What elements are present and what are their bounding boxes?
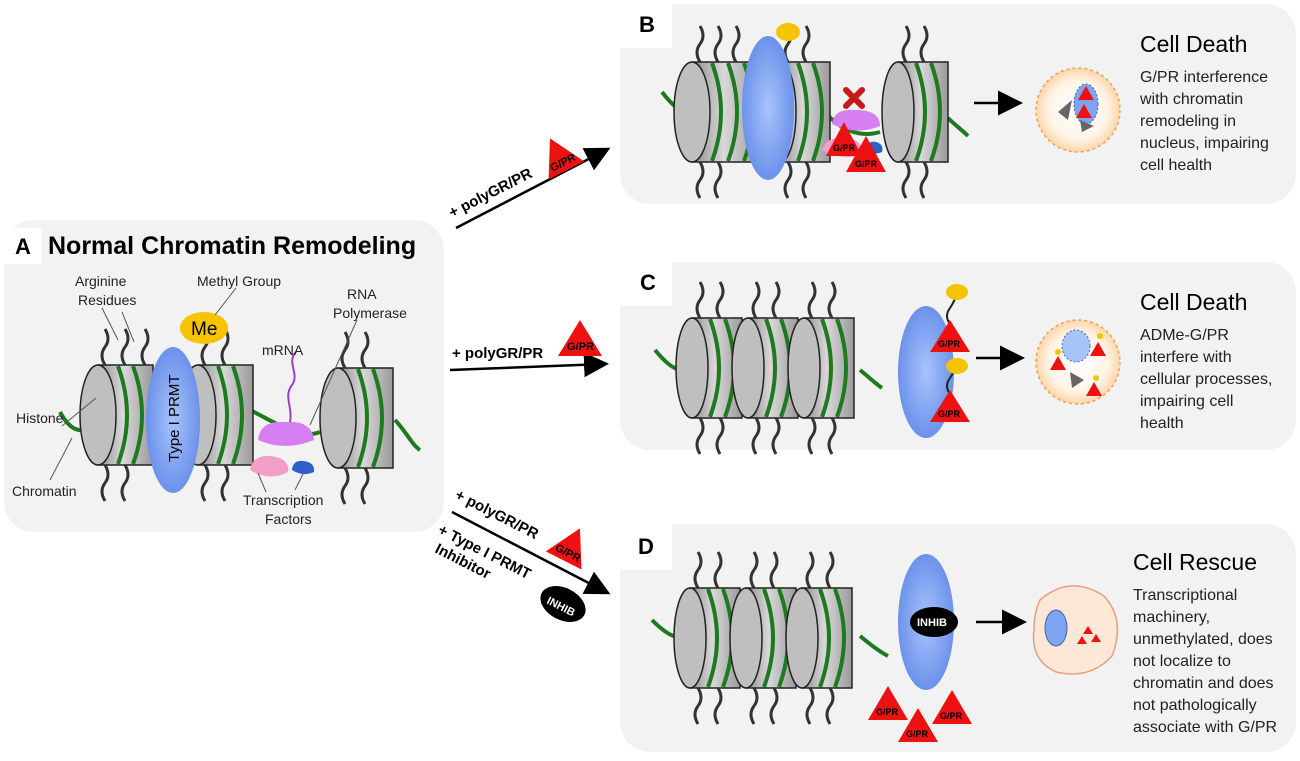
- panel-a-letter: A: [15, 234, 31, 259]
- panel-c-letter-tab: [620, 262, 672, 306]
- panel-d-desc-3: unmethylated, does: [1133, 631, 1273, 648]
- arrow-to-c: + polyGR/PR G/PR: [449, 320, 609, 378]
- histone-cylinder: [787, 317, 855, 419]
- histone-cylinder: [729, 587, 797, 689]
- gpr-triangle: G/PR: [826, 122, 862, 156]
- prmt-enzyme: [146, 347, 200, 493]
- gpr-triangle-arrow-d: G/PR: [545, 528, 582, 570]
- gpr-triangle: G/PR: [930, 390, 970, 422]
- histone-cylinder: [79, 364, 154, 466]
- svg-text:G/PR: G/PR: [938, 409, 961, 419]
- gpr-triangle: G/PR: [930, 320, 970, 352]
- dying-cell-icon: [1035, 67, 1121, 153]
- panel-b-desc-5: cell health: [1140, 157, 1212, 174]
- panel-c-title: Cell Death: [1140, 289, 1247, 315]
- panel-a-title: Normal Chromatin Remodeling: [48, 232, 416, 260]
- panel-b-letter-tab: [620, 4, 672, 48]
- arginine-label-line1: Arginine: [75, 273, 127, 289]
- arrow-to-d: + polyGR/PR + Type I PRMT Inhibitor G/PR…: [432, 486, 611, 622]
- panel-d-desc-5: chromatin and does: [1133, 675, 1274, 692]
- gpr-triangle-arrow-c: G/PR: [558, 320, 602, 356]
- mrna-strand: [287, 351, 297, 429]
- chromatin-strand-right: [393, 418, 422, 452]
- panel-b-desc-3: remodeling in: [1140, 113, 1236, 130]
- panel-d-desc-2: machinery,: [1133, 609, 1210, 626]
- transcription-factor-blue: [292, 460, 315, 475]
- panel-d-desc-6: not pathologically: [1133, 697, 1257, 714]
- svg-text:G/PR: G/PR: [906, 729, 929, 739]
- tf-label-line1: Transcription: [243, 492, 323, 508]
- gpr-triangle: G/PR: [846, 136, 886, 172]
- rna-polymerase: [258, 421, 314, 446]
- panel-d-desc-4: not localize to: [1133, 653, 1231, 670]
- svg-text:G/PR: G/PR: [567, 341, 594, 353]
- panel-d: D: [620, 524, 1296, 752]
- methyl-group-bubble: [776, 23, 800, 41]
- gpr-triangle: G/PR: [868, 686, 908, 720]
- methyl-group-bubble: [180, 312, 228, 344]
- svg-text:G/PR: G/PR: [876, 707, 899, 717]
- histone-label: Histone: [16, 410, 64, 426]
- dying-cell-icon: [1035, 319, 1121, 405]
- healthy-cell-icon: [1032, 585, 1119, 675]
- rna-label-line2: Polymerase: [333, 305, 407, 321]
- inhib-badge: INHIB: [910, 607, 958, 637]
- mrna-label: mRNA: [262, 342, 304, 358]
- panel-c: C: [620, 262, 1296, 455]
- gpr-triangle-arrow-b: G/PR: [548, 138, 585, 180]
- panel-d-desc-7: associate with G/PR: [1133, 719, 1277, 736]
- panel-c-desc-4: impairing cell: [1140, 393, 1233, 410]
- gpr-triangle: G/PR: [932, 690, 972, 724]
- panel-c-desc-2: interfere with: [1140, 349, 1232, 366]
- methyl-group-bubble: [946, 358, 968, 374]
- svg-text:G/PR: G/PR: [855, 159, 878, 169]
- svg-text:INHIB: INHIB: [917, 617, 947, 629]
- svg-text:G/PR: G/PR: [833, 143, 856, 153]
- chromatin-label: Chromatin: [12, 483, 77, 499]
- panel-b-desc-1: G/PR interference: [1140, 69, 1268, 86]
- panel-d-letter: D: [638, 534, 654, 559]
- gpr-triangle: G/PR: [898, 708, 938, 742]
- panel-b-desc-4: nucleus, impairing: [1140, 135, 1269, 152]
- panel-c-desc-5: health: [1140, 415, 1184, 432]
- panel-b-title: Cell Death: [1140, 31, 1247, 57]
- panel-c-letter: C: [640, 270, 656, 295]
- prmt-enzyme: [742, 36, 794, 180]
- panel-d-title: Cell Rescue: [1133, 549, 1257, 575]
- svg-text:G/PR: G/PR: [938, 339, 961, 349]
- histone-cylinder: [785, 587, 853, 689]
- panel-c-desc-1: ADMe-G/PR: [1140, 327, 1229, 344]
- transcription-factor-pink: [250, 455, 289, 477]
- panel-b-desc-2: with chromatin: [1139, 91, 1243, 108]
- tf-label-line2: Factors: [265, 511, 312, 527]
- methyl-symbol: Me: [191, 319, 217, 340]
- panel-b-letter: B: [639, 12, 655, 37]
- arrow-to-b: + polyGR/PR G/PR: [446, 138, 611, 230]
- leader-lines: [49, 287, 358, 493]
- panel-b: B: [620, 4, 1296, 204]
- panel-d-background: [620, 524, 1296, 752]
- arginine-label-line2: Residues: [78, 292, 136, 308]
- panel-a-letter-tab: [4, 228, 42, 264]
- panel-d-desc-1: Transcriptional: [1133, 587, 1237, 604]
- methyl-group-bubble: [946, 284, 968, 300]
- rna-label-line1: RNA: [347, 286, 377, 302]
- arrow-c-label: + polyGR/PR: [452, 345, 543, 362]
- panel-d-letter-tab: [620, 524, 672, 570]
- prmt-label: Type I PRMT: [166, 374, 183, 462]
- panel-a: A Normal Chromatin Remodeling: [4, 220, 444, 532]
- arginine-tails: [693, 551, 835, 725]
- blocked-x-icon: [843, 87, 865, 109]
- arginine-tails: [695, 281, 837, 455]
- histone-cylinder: [881, 61, 949, 163]
- histone-cylinder: [319, 367, 394, 469]
- panel-c-desc-3: cellular processes,: [1140, 371, 1273, 388]
- inhib-badge-arrow-d: INHIB: [540, 586, 586, 622]
- svg-text:G/PR: G/PR: [940, 711, 963, 721]
- methyl-group-label: Methyl Group: [197, 273, 281, 289]
